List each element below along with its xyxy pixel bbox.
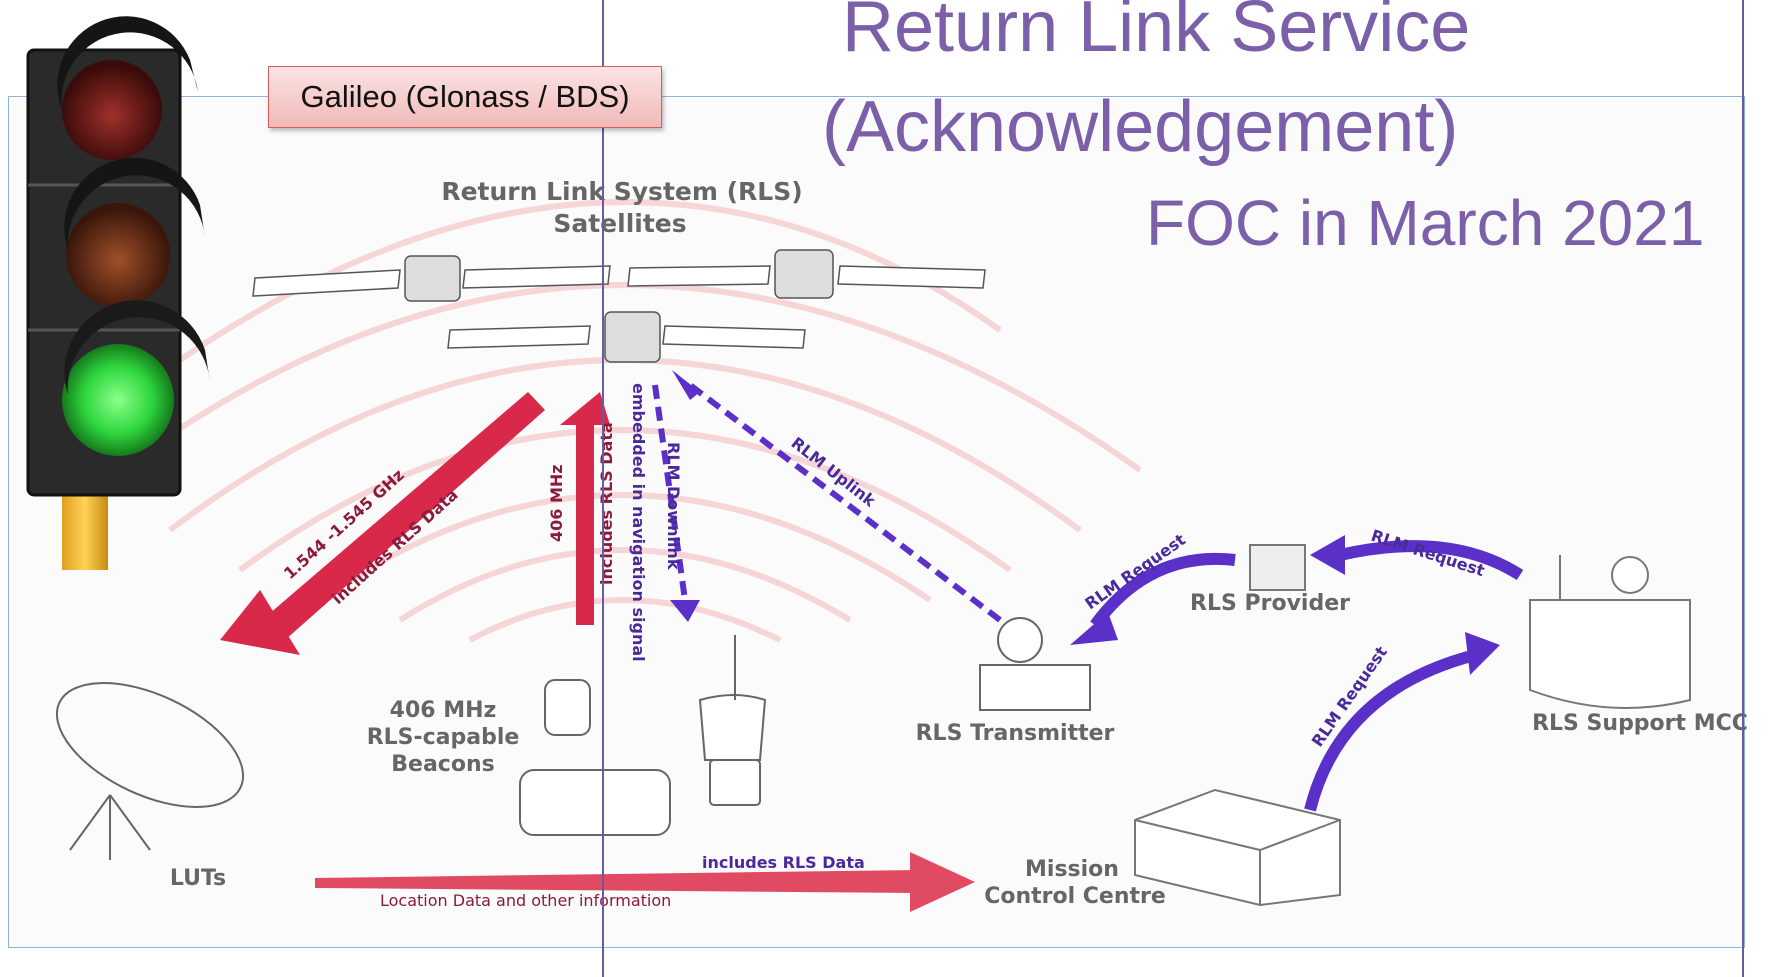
mission-control-building-icon: [1134, 788, 1341, 907]
slide-title-line-2: (Acknowledgement): [822, 87, 1459, 167]
rlm-uplink-arrowhead: [672, 370, 700, 400]
satellite-icon: [627, 249, 986, 299]
rls-support-mcc-building-icon: [1529, 555, 1691, 709]
beacons-label: 406 MHz: [390, 698, 497, 723]
rls-support-mcc-label: RLS Support MCC: [1532, 711, 1748, 736]
request-arrow-mcc-to-provider: [1310, 535, 1524, 581]
satellites-label: Return Link System (RLS): [441, 177, 802, 206]
slide-subtitle: FOC in March 2021: [1146, 187, 1705, 259]
rlm-downlink-arrow: [652, 384, 688, 601]
divider-line: [1742, 0, 1744, 977]
includes-rls-data-bottom-label: includes RLS Data: [702, 853, 865, 872]
luts-label: LUTs: [170, 866, 226, 891]
mission-control-label: Mission: [1025, 857, 1119, 882]
satellites-label-2: Satellites: [553, 209, 686, 238]
rlm-downlink-arrowhead: [670, 600, 700, 622]
rls-transmitter-icon: [979, 617, 1091, 711]
mission-control-label-2: Control Centre: [984, 884, 1166, 909]
rlm-downlink-label: RLM Downlink: [664, 442, 683, 570]
satellite-icon: [252, 255, 611, 302]
request-arrow-provider-to-transmitter: [1070, 552, 1236, 645]
request-arrow-mission-to-support: [1304, 632, 1500, 812]
includes-rls-data-vertical-label: includes RLS Data: [597, 422, 616, 585]
rls-provider-label: RLS Provider: [1190, 591, 1350, 616]
uplink-red-arrow: [560, 392, 610, 625]
beacons-label-2: RLS-capable: [367, 725, 520, 750]
slide-title: Return Link Service: [842, 0, 1471, 67]
rls-transmitter-label: RLS Transmitter: [916, 721, 1115, 746]
traffic-light-icon: [26, 16, 210, 570]
embedded-nav-label: embedded in navigation signal: [629, 383, 648, 662]
beacon-icon: [519, 635, 767, 836]
lut-dish-icon: [55, 682, 245, 860]
divider-line: [602, 0, 604, 977]
satellite-icon: [447, 311, 806, 363]
rls-provider-icon: [1249, 544, 1306, 591]
lut-to-mcc-red-arrow: [315, 852, 975, 912]
diagram-frame: [8, 96, 1745, 948]
galileo-badge: Galileo (Glonass / BDS): [268, 66, 662, 128]
mhz-label: 406 MHz: [547, 464, 566, 542]
rlm-uplink-arrow: [688, 382, 1002, 623]
downlink-red-arrow: [220, 392, 545, 655]
location-data-label: Location Data and other information: [380, 891, 671, 910]
beacons-label-3: Beacons: [391, 752, 494, 777]
